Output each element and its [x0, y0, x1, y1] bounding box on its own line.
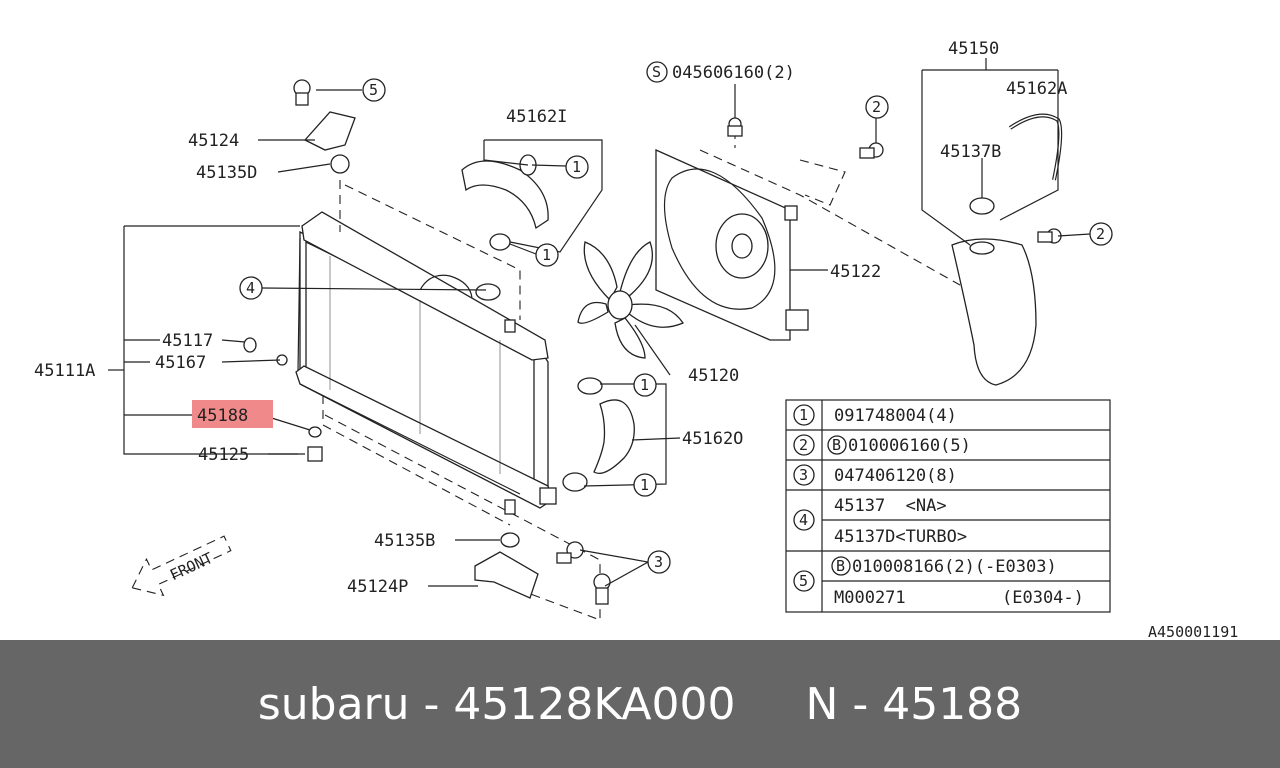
label-45111A: 45111A: [34, 361, 95, 381]
callout-1: 1: [535, 243, 559, 267]
callout-5: 5: [362, 78, 386, 102]
lower-hose: [562, 377, 635, 492]
svg-text:4: 4: [799, 511, 808, 529]
fan-shroud: [655, 117, 884, 341]
label-45124P: 45124P: [347, 577, 408, 597]
svg-text:2: 2: [799, 436, 808, 454]
table-row: 45137D<TURBO>: [834, 527, 967, 547]
svg-text:5: 5: [799, 572, 808, 590]
label-45188: 45188: [197, 406, 248, 426]
label-front: FRONT: [167, 549, 216, 584]
table-row: 3 047406120(8): [793, 464, 957, 486]
table-row: M000271 (E0304-): [834, 588, 1084, 608]
svg-text:2: 2: [1096, 225, 1105, 243]
label-45117: 45117: [162, 331, 213, 351]
label-45135B: 45135B: [374, 531, 435, 551]
svg-text:010006160(5): 010006160(5): [848, 436, 971, 456]
label-45135D: 45135D: [196, 163, 257, 183]
svg-text:3: 3: [799, 466, 808, 484]
table-row: 5 B 010008166(2)(-E0303): [793, 556, 1057, 592]
footer-ref-part: N - 45188: [805, 678, 1023, 730]
legend-table: 1 091748004(4) 2 B 010006160(5) 3 047406…: [785, 399, 1111, 613]
callout-2: 2: [865, 95, 889, 119]
label-45162O: 45162O: [682, 429, 743, 449]
footer-spacer: [736, 679, 806, 730]
svg-text:2: 2: [872, 98, 881, 116]
table-row: 2 B 010006160(5): [793, 434, 971, 456]
svg-text:047406120(8): 047406120(8): [834, 466, 957, 486]
label-45162I: 45162I: [506, 107, 567, 127]
reference-code: A450001191: [1148, 623, 1238, 640]
svg-text:4: 4: [246, 279, 255, 297]
label-45137B: 45137B: [940, 142, 1001, 162]
label-45120: 45120: [688, 366, 739, 386]
svg-text:091748004(4): 091748004(4): [834, 406, 957, 426]
callout-1: 1: [633, 473, 657, 497]
svg-text:M000271: M000271: [834, 588, 906, 608]
label-45125: 45125: [198, 445, 249, 465]
label-45122: 45122: [830, 262, 881, 282]
svg-text:B: B: [832, 436, 841, 454]
label-45162A: 45162A: [1006, 79, 1067, 99]
svg-text:1: 1: [799, 406, 808, 424]
footer-caption: subaru - 45128KA000 N - 45188: [0, 640, 1280, 768]
label-45150: 45150: [948, 39, 999, 59]
bracket-top: [293, 79, 356, 174]
radiator: [295, 211, 557, 509]
svg-text:45137 <NA>: 45137 <NA>: [834, 496, 947, 516]
label-45124: 45124: [188, 131, 239, 151]
s-mark: S: [652, 63, 661, 81]
svg-text:(E0304-): (E0304-): [1002, 588, 1084, 608]
svg-text:5: 5: [369, 81, 378, 99]
reservoir-tank: [921, 70, 1063, 386]
front-arrow: [131, 535, 232, 597]
callout-1: 1: [633, 373, 657, 397]
upper-hose: [461, 154, 549, 251]
callout-4: 4: [239, 276, 263, 300]
svg-text:1: 1: [542, 246, 551, 264]
callout-3: 3: [647, 550, 671, 574]
callout-2: 2: [1089, 222, 1113, 246]
svg-text:010008166(2)(-E0303): 010008166(2)(-E0303): [852, 557, 1057, 577]
svg-text:45137D<TURBO>: 45137D<TURBO>: [834, 527, 967, 547]
svg-text:1: 1: [640, 476, 649, 494]
svg-text:1: 1: [640, 376, 649, 394]
table-row: 4 45137 <NA>: [793, 496, 947, 531]
fan-blade: [577, 241, 684, 359]
footer-brand-part: subaru - 45128KA000: [257, 678, 736, 730]
label-45167: 45167: [155, 353, 206, 373]
svg-text:3: 3: [654, 553, 663, 571]
label-045606160: 045606160(2): [672, 63, 795, 83]
callout-1: 1: [565, 155, 589, 179]
parts-diagram: 45150 45162A 45137B 45124 45135D 45162I …: [34, 39, 1238, 640]
svg-text:B: B: [836, 557, 845, 575]
highlight-45188: [192, 400, 273, 428]
table-row: 1 091748004(4): [793, 404, 957, 426]
svg-text:1: 1: [572, 158, 581, 176]
